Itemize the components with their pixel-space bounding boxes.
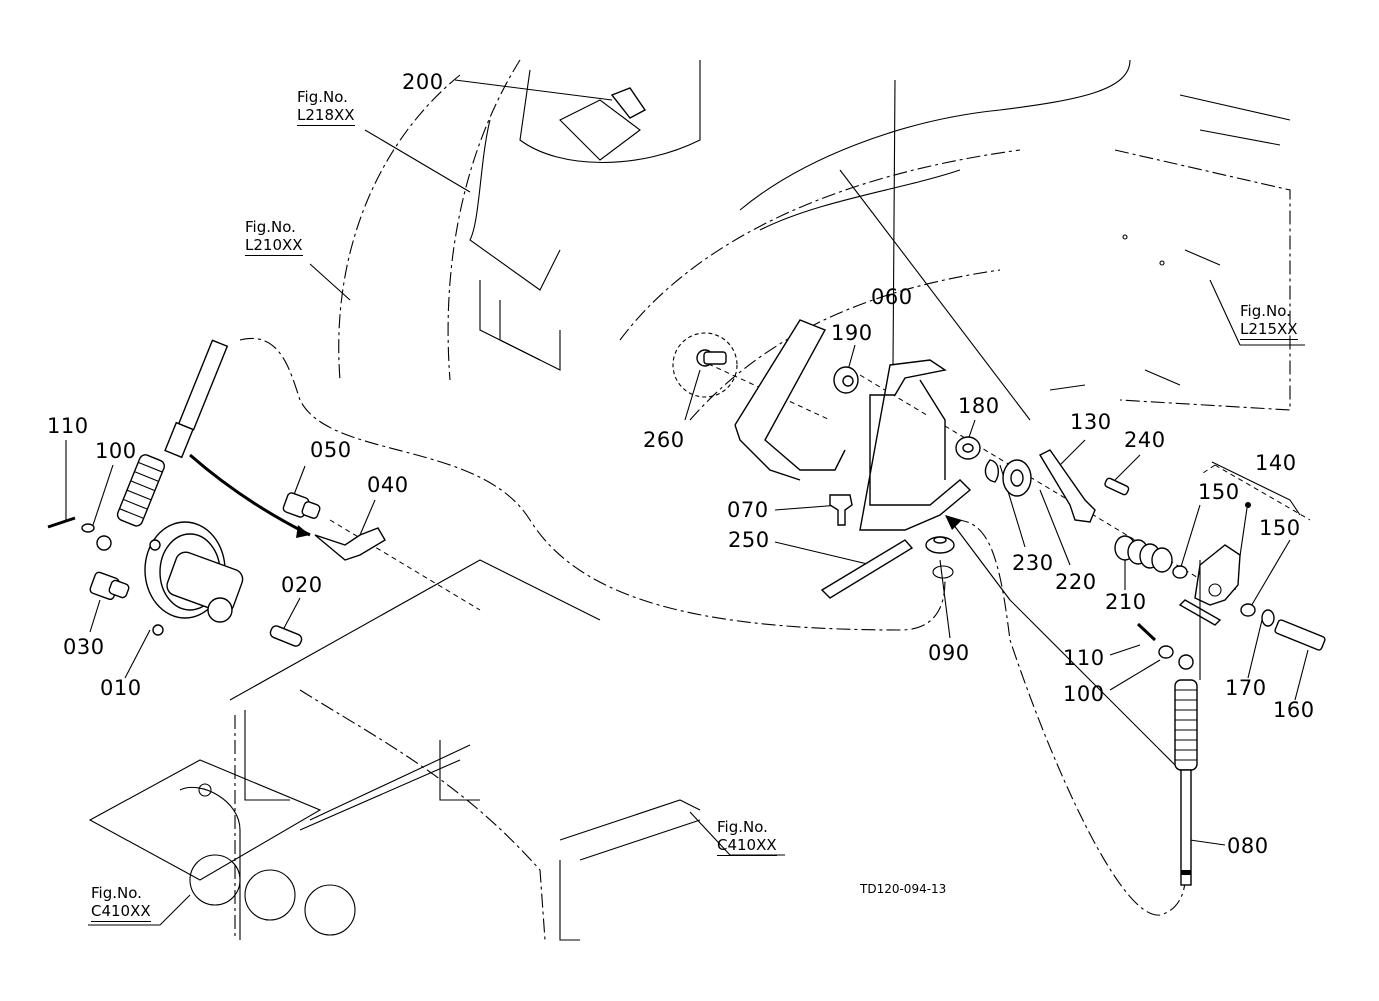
part-label-150-upper[interactable]: 150 <box>1198 480 1240 504</box>
part-label-130[interactable]: 130 <box>1070 410 1112 434</box>
part-label-080[interactable]: 080 <box>1227 834 1269 858</box>
figure-reference-prefix: Fig.No. <box>1240 302 1291 320</box>
part-label-110-right[interactable]: 110 <box>1063 646 1105 670</box>
document-id: TD120-094-13 <box>860 882 947 896</box>
figure-reference-l210[interactable]: Fig.No. L210XX <box>245 218 303 256</box>
figure-reference-code: L210XX <box>245 236 303 256</box>
figure-reference-prefix: Fig.No. <box>91 884 142 902</box>
cable-routing-line-right <box>954 519 1186 916</box>
part-label-220[interactable]: 220 <box>1055 570 1097 594</box>
arrow-head <box>945 515 962 530</box>
figure-reference-prefix: Fig.No. <box>717 818 768 836</box>
part-label-160[interactable]: 160 <box>1273 698 1315 722</box>
part-label-190[interactable]: 190 <box>831 321 873 345</box>
part-label-070[interactable]: 070 <box>727 498 769 522</box>
arrow-curved <box>189 453 311 537</box>
part-label-140[interactable]: 140 <box>1255 451 1297 475</box>
part-label-180[interactable]: 180 <box>958 394 1000 418</box>
part-label-090[interactable]: 090 <box>928 641 970 665</box>
part-label-060[interactable]: 060 <box>871 285 913 309</box>
left-assembly <box>47 339 386 647</box>
figure-reference-c410-left[interactable]: Fig.No. C410XX <box>91 884 151 922</box>
leader-lines <box>65 79 1309 926</box>
figure-reference-l215[interactable]: Fig.No. L215XX <box>1240 302 1298 340</box>
part-label-240[interactable]: 240 <box>1124 428 1166 452</box>
part-label-110-left[interactable]: 110 <box>47 414 89 438</box>
part-label-260[interactable]: 260 <box>643 428 685 452</box>
centerlines <box>329 359 1311 611</box>
part-label-020[interactable]: 020 <box>281 573 323 597</box>
figure-reference-code: C410XX <box>91 902 151 922</box>
figure-reference-code: L218XX <box>297 106 355 126</box>
part-label-100-right[interactable]: 100 <box>1063 682 1105 706</box>
figure-reference-code: C410XX <box>717 836 777 856</box>
part-label-150-right[interactable]: 150 <box>1259 516 1301 540</box>
figure-reference-prefix: Fig.No. <box>297 88 348 106</box>
figure-reference-prefix: Fig.No. <box>245 218 296 236</box>
part-label-200[interactable]: 200 <box>402 70 444 94</box>
background-outlines <box>88 59 1291 941</box>
part-label-010[interactable]: 010 <box>100 676 142 700</box>
part-label-250[interactable]: 250 <box>728 528 770 552</box>
cable-routing-line <box>239 337 946 631</box>
part-label-230[interactable]: 230 <box>1012 551 1054 575</box>
part-label-210[interactable]: 210 <box>1105 590 1147 614</box>
part-label-170[interactable]: 170 <box>1225 676 1267 700</box>
part-label-040[interactable]: 040 <box>367 473 409 497</box>
part-label-050[interactable]: 050 <box>310 438 352 462</box>
figure-reference-code: L215XX <box>1240 320 1298 340</box>
figure-reference-c410-right[interactable]: Fig.No. C410XX <box>717 818 777 856</box>
part-label-030[interactable]: 030 <box>63 635 105 659</box>
figure-reference-l218[interactable]: Fig.No. L218XX <box>297 88 355 126</box>
center-assembly <box>610 87 1326 886</box>
part-label-100-left[interactable]: 100 <box>95 439 137 463</box>
